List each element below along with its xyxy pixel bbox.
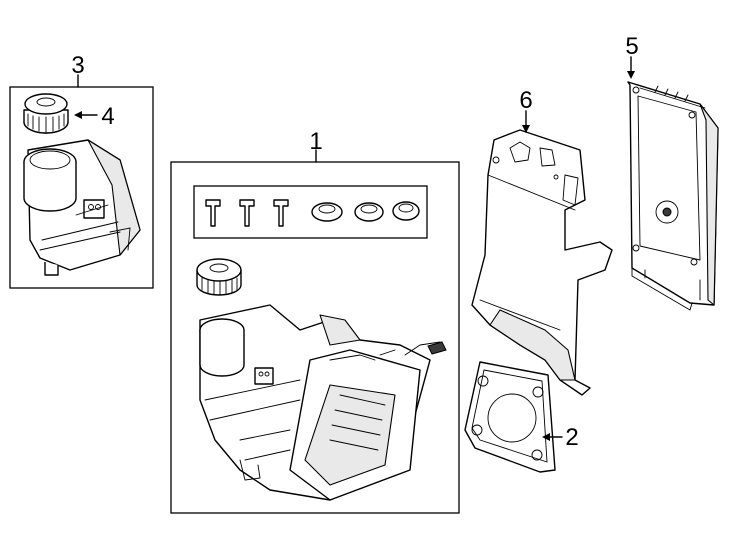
reservoir-cap — [23, 93, 69, 134]
master-cylinder-group — [170, 149, 460, 514]
callout-2: 2 — [565, 424, 578, 451]
gasket — [464, 361, 556, 473]
hardware-pins — [205, 199, 289, 227]
callout-6: 6 — [519, 87, 532, 114]
control-module — [627, 81, 719, 311]
group-box-3 — [9, 86, 154, 289]
group-box-1 — [170, 161, 460, 514]
hardware-grommets — [311, 201, 420, 222]
hardware-kit-box — [193, 185, 428, 239]
reservoir-tank — [23, 139, 141, 276]
callout-4: 4 — [101, 103, 114, 130]
reservoir-assembly-group — [9, 74, 154, 289]
arrow-4 — [74, 111, 82, 119]
master-cylinder-cap — [196, 258, 242, 296]
callout-3: 3 — [71, 52, 84, 79]
arrow-6 — [522, 125, 530, 133]
master-cylinder-body — [199, 304, 447, 501]
bracket — [471, 129, 613, 396]
arrow-2 — [542, 433, 550, 441]
arrow-5 — [627, 71, 635, 79]
callout-1: 1 — [309, 128, 322, 155]
callout-5: 5 — [625, 33, 638, 60]
